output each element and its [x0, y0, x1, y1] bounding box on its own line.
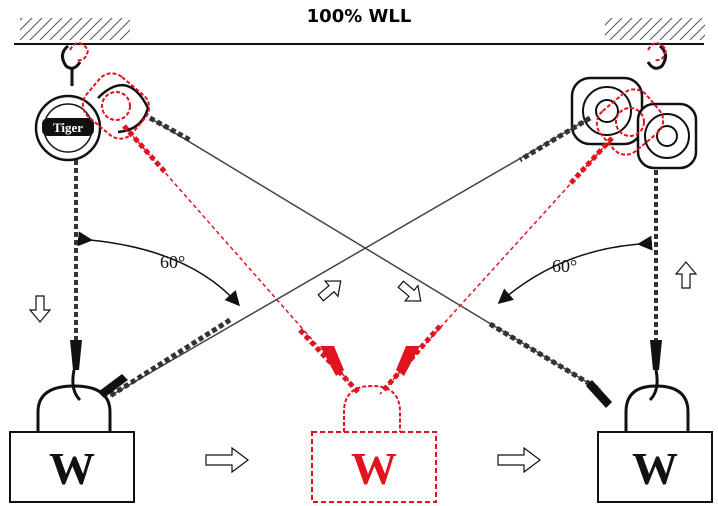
ceiling-left	[14, 18, 704, 45]
load-right: W	[597, 384, 713, 503]
down-arrow-icon	[28, 295, 52, 323]
up-arrow-icon	[674, 261, 698, 289]
black-diagonal-chains	[98, 115, 612, 408]
down-right-arrow-icon	[397, 280, 422, 302]
load-center: W	[311, 384, 437, 503]
load-left: W	[9, 384, 135, 503]
hoist-brand-label: Tiger	[53, 120, 83, 135]
left-hoist: Tiger	[34, 44, 150, 402]
right-hoist	[570, 44, 698, 402]
load-label-center: W	[351, 443, 397, 494]
angle-label-left: 60°	[160, 252, 185, 272]
diagram-title: 100% WLL	[306, 6, 412, 27]
angle-label-right: 60°	[552, 256, 577, 276]
angle-indicator-right: 60°	[497, 235, 653, 304]
right-arrow-icon	[205, 446, 249, 474]
right-arrow-icon	[497, 446, 541, 474]
red-hoist-right	[595, 42, 668, 156]
load-label-left: W	[49, 443, 95, 494]
red-hoist-left	[69, 42, 151, 140]
up-right-arrow-icon	[317, 280, 342, 302]
angle-indicator-left: 60°	[77, 231, 240, 307]
load-label-right: W	[632, 443, 678, 494]
red-diagonal-chains	[122, 124, 614, 395]
ceiling-right	[605, 18, 705, 40]
